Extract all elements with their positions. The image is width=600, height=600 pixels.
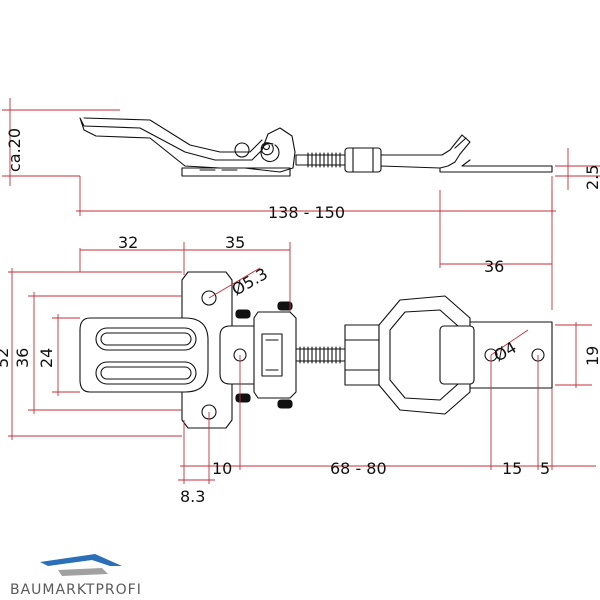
dim-height-mid bbox=[28, 292, 182, 414]
dim-width-top bbox=[79, 242, 291, 312]
rivet-bottom bbox=[235, 393, 251, 403]
side-hook bbox=[380, 134, 553, 173]
grip-groove-2-inner bbox=[100, 366, 192, 380]
dim-bottom-extensions bbox=[183, 355, 553, 484]
adjuster-nut bbox=[344, 324, 380, 386]
dimension-labels: ca.20 2.5 138 - 150 32 35 Ø5.3 36 52 36 … bbox=[0, 128, 600, 506]
dimensions bbox=[2, 98, 600, 484]
label-stroke-range: 68 - 80 bbox=[330, 459, 387, 478]
dim-hook-hole-leader bbox=[490, 329, 529, 356]
label-total-length: 138 - 150 bbox=[268, 203, 345, 222]
thread-rod bbox=[295, 346, 346, 364]
label-height-total: 52 bbox=[0, 348, 12, 368]
spring-bracket-detail bbox=[261, 333, 283, 377]
side-view bbox=[79, 117, 553, 177]
label-thickness: 2.5 bbox=[583, 165, 600, 190]
dim-hook-height bbox=[555, 322, 592, 388]
label-width-a: 32 bbox=[118, 233, 138, 252]
side-nut bbox=[344, 147, 382, 173]
label-side-height: ca.20 bbox=[5, 128, 24, 172]
label-hole-large: Ø5.3 bbox=[229, 264, 271, 299]
side-rod-body bbox=[295, 154, 309, 166]
logo-text: BAUMARKTPROFI bbox=[10, 582, 142, 598]
dim-hole-leader bbox=[208, 267, 261, 299]
side-lever bbox=[79, 117, 296, 173]
dim-height-total bbox=[8, 268, 182, 440]
spring-bracket bbox=[253, 311, 297, 399]
hook-plate-neck bbox=[439, 325, 475, 385]
label-hook-spacing-b: 5 bbox=[540, 459, 550, 478]
side-spring-coil bbox=[260, 142, 280, 163]
dim-thickness bbox=[555, 148, 600, 190]
label-height-mid: 36 bbox=[13, 348, 32, 368]
grip-groove-2 bbox=[95, 361, 197, 385]
rivet-right-bottom bbox=[277, 399, 293, 409]
side-hook-tip bbox=[454, 137, 467, 149]
side-base bbox=[181, 167, 291, 177]
label-width-b: 35 bbox=[225, 233, 245, 252]
handle-body bbox=[79, 317, 209, 393]
grip-groove-1-inner bbox=[100, 332, 192, 346]
label-height-inner: 24 bbox=[37, 348, 56, 368]
dim-side-height bbox=[2, 98, 120, 186]
rivet-top bbox=[235, 309, 251, 319]
grip-groove-1 bbox=[95, 327, 197, 351]
adjuster-nut-lines bbox=[344, 339, 380, 371]
label-edge-offset: 8.3 bbox=[180, 487, 205, 506]
logo-roof-icon bbox=[40, 554, 122, 576]
rivet-right-top bbox=[277, 301, 293, 311]
label-hook-spacing-a: 15 bbox=[502, 459, 522, 478]
label-hook-height: 19 bbox=[583, 346, 600, 366]
side-thread bbox=[307, 152, 346, 168]
label-hook-length: 36 bbox=[484, 257, 504, 276]
side-pivot bbox=[234, 142, 250, 158]
side-nut-lines bbox=[352, 147, 374, 173]
top-view bbox=[79, 271, 553, 429]
label-offset-a: 10 bbox=[212, 459, 232, 478]
side-lever-top bbox=[83, 117, 263, 153]
dim-hook-length bbox=[439, 190, 553, 310]
dim-height-inner bbox=[52, 314, 80, 396]
